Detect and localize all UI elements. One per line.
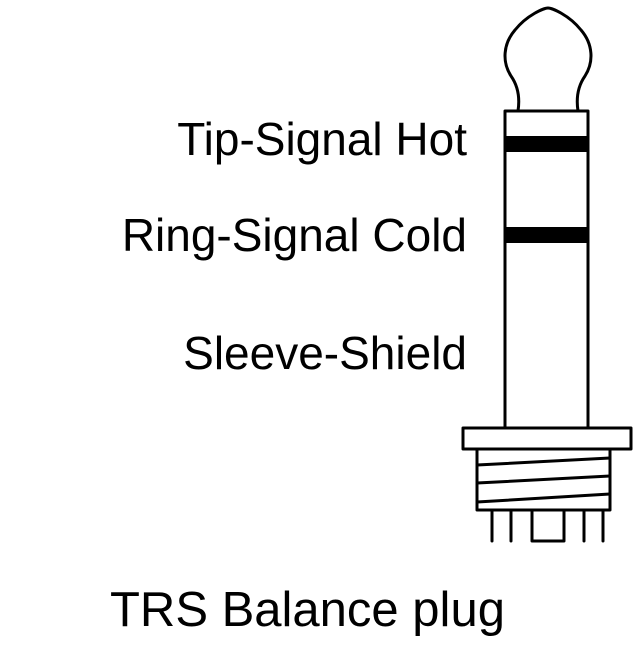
thread-line <box>475 474 612 485</box>
thread-line <box>475 456 612 467</box>
diagram-caption: TRS Balance plug <box>110 583 505 637</box>
thread-line <box>475 492 612 504</box>
tip-ring-insulator-band <box>505 136 588 152</box>
plug-collar <box>461 426 633 451</box>
ring-label: Ring-Signal Cold <box>121 209 467 261</box>
plug-tip <box>503 6 593 113</box>
sleeve-label: Sleeve-Shield <box>183 327 467 379</box>
ring-sleeve-insulator-band <box>505 227 588 243</box>
tip-label: Tip-Signal Hot <box>177 113 467 165</box>
terminal-center <box>530 508 566 543</box>
plug-shaft <box>503 109 590 430</box>
